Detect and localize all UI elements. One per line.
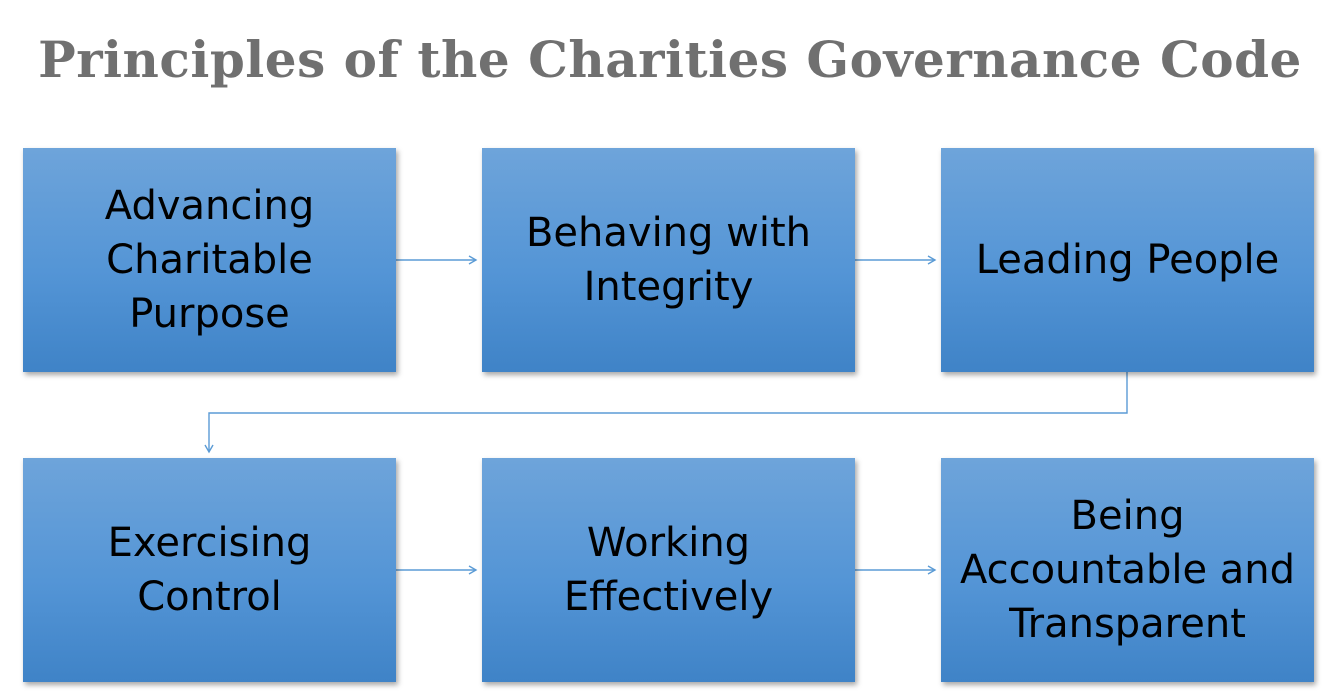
node-label: Leading People xyxy=(975,237,1280,283)
edge-leading-to-control xyxy=(204,372,1128,454)
node-exercising-control: Exercising Control xyxy=(23,458,396,682)
node-behaving-with-integrity: Behaving with Integrity xyxy=(482,148,855,372)
node-label: Being Accountable and Transparent xyxy=(959,493,1296,647)
node-label: Advancing Charitable Purpose xyxy=(104,183,315,337)
node-label: Behaving with Integrity xyxy=(525,210,812,310)
node-label: Working Effectively xyxy=(563,520,774,620)
node-working-effectively: Working Effectively xyxy=(482,458,855,682)
node-advancing-charitable-purpose: Advancing Charitable Purpose xyxy=(23,148,396,372)
node-leading-people: Leading People xyxy=(941,148,1314,372)
node-label: Exercising Control xyxy=(107,520,312,620)
diagram-title: Principles of the Charities Governance C… xyxy=(38,30,1302,89)
node-being-accountable-and-transparent: Being Accountable and Transparent xyxy=(941,458,1314,682)
